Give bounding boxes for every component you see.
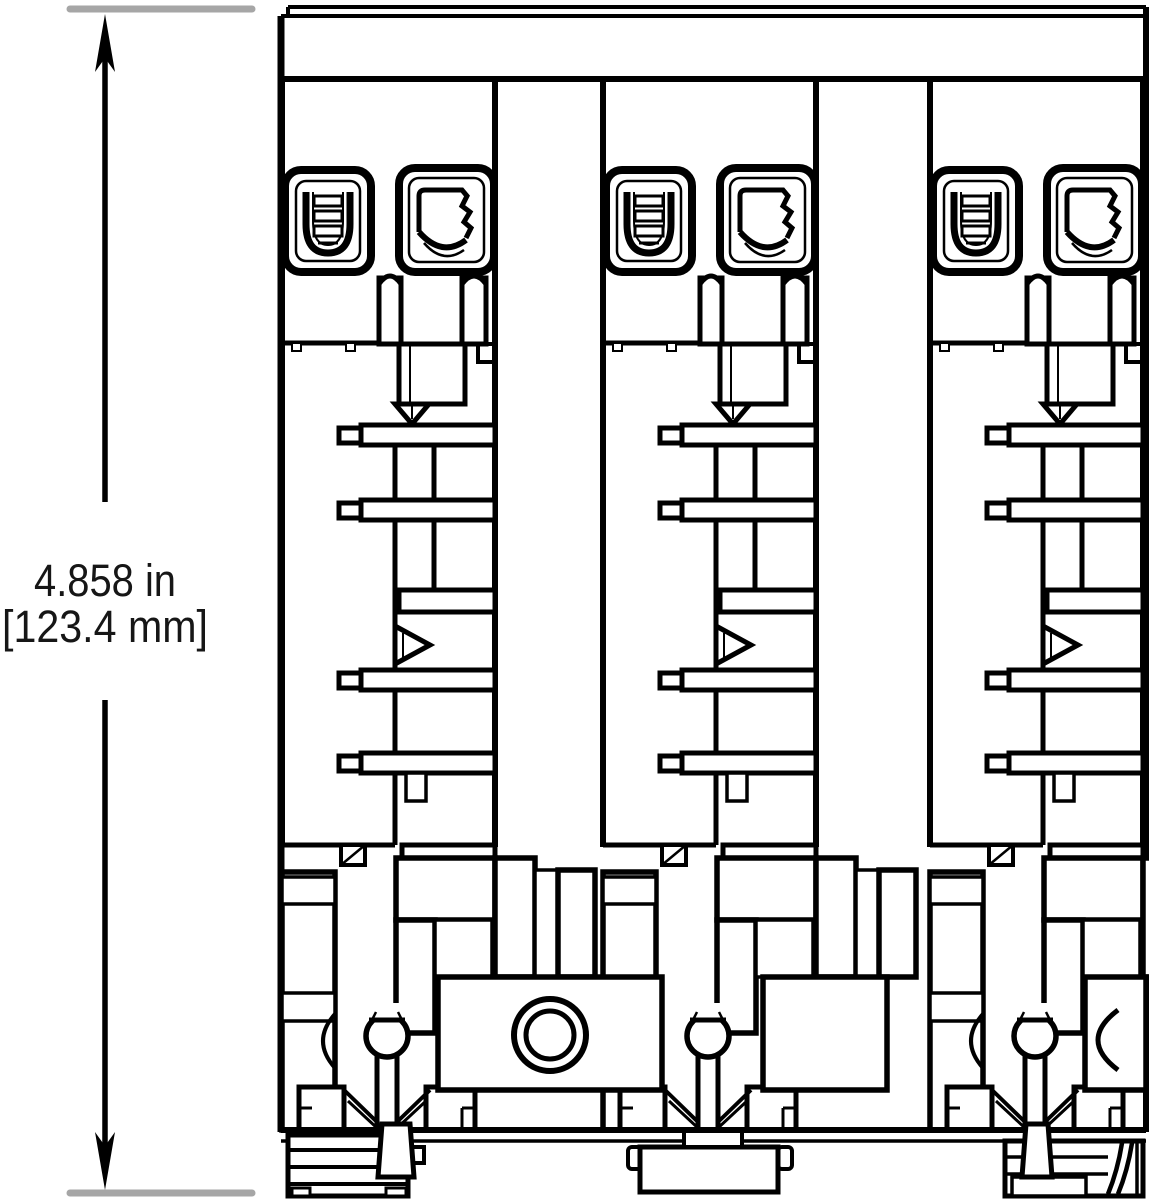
din-latch-right [1002, 1121, 1146, 1199]
dimension-value-inches: 4.858 in [34, 555, 176, 606]
baseplate-blocks [435, 974, 1149, 1093]
module-2 [603, 80, 916, 1130]
din-foot-center [626, 1129, 794, 1195]
dimension-value-millimeters: [123.4 mm] [2, 601, 208, 652]
din-clip-left [285, 1121, 426, 1199]
dimension-arrow-up-icon [95, 14, 115, 72]
module-1 [282, 80, 595, 1130]
mounting-hole [511, 996, 589, 1074]
dimension-arrow-down-icon [95, 1132, 115, 1190]
dimension-annotation: 4.858 in [123.4 mm] [2, 5, 256, 1197]
device-top-cover [281, 5, 1146, 82]
right-edge-mask [1149, 80, 1153, 1200]
module-3 [930, 80, 1153, 1130]
